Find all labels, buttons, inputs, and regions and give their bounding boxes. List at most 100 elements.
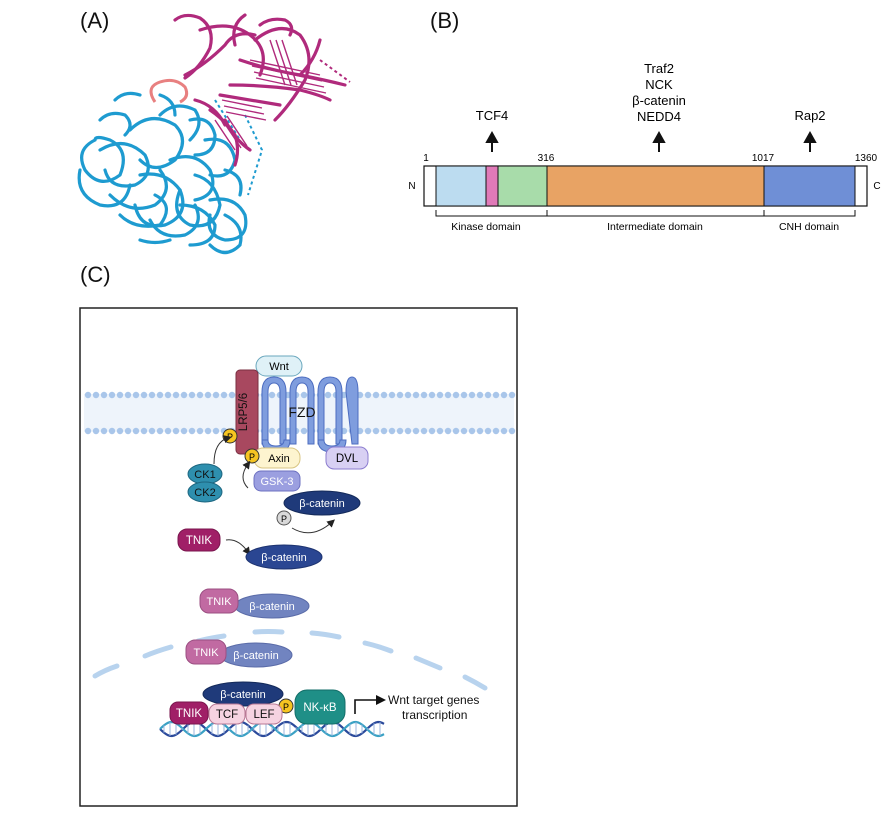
lipid-head (124, 391, 132, 399)
lipid-head (508, 427, 516, 435)
lipid-head (380, 427, 388, 435)
lipid-head (412, 391, 420, 399)
bcatenin-complex-label: β-catenin (299, 498, 344, 510)
transcription-label: transcription (402, 708, 467, 722)
lipid-head (188, 427, 196, 435)
lipid-head (180, 427, 188, 435)
structure-salmon-loop (149, 78, 189, 104)
lipid-head (508, 391, 516, 399)
lipid-head (124, 427, 132, 435)
binder-nck-label: NCK (645, 77, 673, 92)
lipid-head (84, 427, 92, 435)
lipid-head (108, 391, 116, 399)
lipid-head (364, 427, 372, 435)
gsk3-label: GSK-3 (260, 476, 293, 488)
lipid-head (196, 391, 204, 399)
kinase-segment-pink (485, 165, 499, 207)
lipid-head (428, 391, 436, 399)
intermediate-domain-segment (546, 165, 765, 207)
lipid-head (204, 391, 212, 399)
lipid-head (140, 391, 148, 399)
lipid-head (180, 391, 188, 399)
tcf-factor (208, 703, 246, 725)
lipid-head (204, 427, 212, 435)
lipid-head (164, 427, 172, 435)
phosphorylation-arrows (213, 435, 335, 556)
tnik-nuclear (169, 701, 209, 725)
position-1: 1 (423, 153, 429, 164)
lipid-head (84, 391, 92, 399)
position-316: 316 (538, 153, 555, 164)
lipid-head (108, 427, 116, 435)
lipid-head (212, 427, 220, 435)
lipid-head (268, 391, 276, 399)
kinase-segment-green (497, 165, 548, 207)
binder-tcf4-label: TCF4 (476, 108, 509, 123)
ck2-kinase (187, 481, 223, 503)
phospho-lrp-label: P (227, 432, 233, 442)
binder-traf2-label: Traf2 (644, 61, 674, 76)
lef-label: LEF (253, 709, 274, 721)
n-terminus-label: N (408, 181, 415, 192)
lipid-head (116, 391, 124, 399)
lipid-head (324, 427, 332, 435)
lipid-head (172, 427, 180, 435)
lipid-head (468, 427, 476, 435)
lipid-head (500, 427, 508, 435)
lipid-head (156, 427, 164, 435)
lipid-head (100, 391, 108, 399)
tnik-cytoplasm-label: TNIK (186, 535, 213, 547)
position-1017: 1017 (752, 153, 775, 164)
structure-cyan-dash (214, 99, 264, 196)
structure-magenta-region (173, 13, 347, 167)
cnh-domain-label: CNH domain (779, 221, 839, 233)
lipid-head (404, 391, 412, 399)
lipid-head (420, 427, 428, 435)
lipid-head (220, 391, 228, 399)
protein-structure (77, 13, 351, 255)
bcatenin-free-label: β-catenin (261, 552, 306, 564)
lipid-head (396, 427, 404, 435)
lipid-head (412, 427, 420, 435)
phospho-axin (244, 448, 260, 464)
axin-label: Axin (268, 453, 289, 465)
lipid-head (100, 427, 108, 435)
position-1360: 1360 (855, 153, 878, 164)
lipid-head (492, 391, 500, 399)
tnik-bound-1-label: TNIK (206, 596, 232, 608)
phospho-bcatenin-label: P (281, 514, 287, 524)
lipid-head (156, 391, 164, 399)
domain-brackets (435, 210, 856, 217)
lipid-head (140, 427, 148, 435)
lipid-head (388, 427, 396, 435)
bcatenin-bound-1-label: β-catenin (249, 601, 294, 613)
structure-magenta-dash (319, 59, 351, 83)
lef-factor (245, 703, 283, 725)
lipid-head (420, 391, 428, 399)
lipid-head (372, 391, 380, 399)
fzd-label: FZD (288, 404, 315, 420)
tnik-bound-1 (199, 588, 239, 614)
lipid-head (452, 391, 460, 399)
lrp56-label: LRP5/6 (238, 393, 250, 431)
lipid-head (228, 391, 236, 399)
lipid-head (380, 391, 388, 399)
lipid-head (484, 427, 492, 435)
structure-magenta-strands (214, 39, 327, 151)
intermediate-domain-label: Intermediate domain (607, 221, 703, 233)
wnt-ligand (255, 355, 303, 377)
lipid-head (172, 391, 180, 399)
lipid-head (484, 391, 492, 399)
lipid-head (388, 391, 396, 399)
lipid-head (372, 427, 380, 435)
kinase-segment-light (435, 165, 487, 207)
tnik-bound-2 (185, 639, 227, 665)
binder-rap2-label: Rap2 (794, 108, 825, 123)
nfkb-label: NK-κB (303, 702, 337, 714)
lipid-head (164, 391, 172, 399)
tnik-bound-2-label: TNIK (193, 647, 219, 659)
panel-label-c: (C) (80, 262, 111, 287)
binder-nedd4-label: NEDD4 (637, 109, 681, 124)
lipid-head (436, 391, 444, 399)
lipid-head (92, 427, 100, 435)
